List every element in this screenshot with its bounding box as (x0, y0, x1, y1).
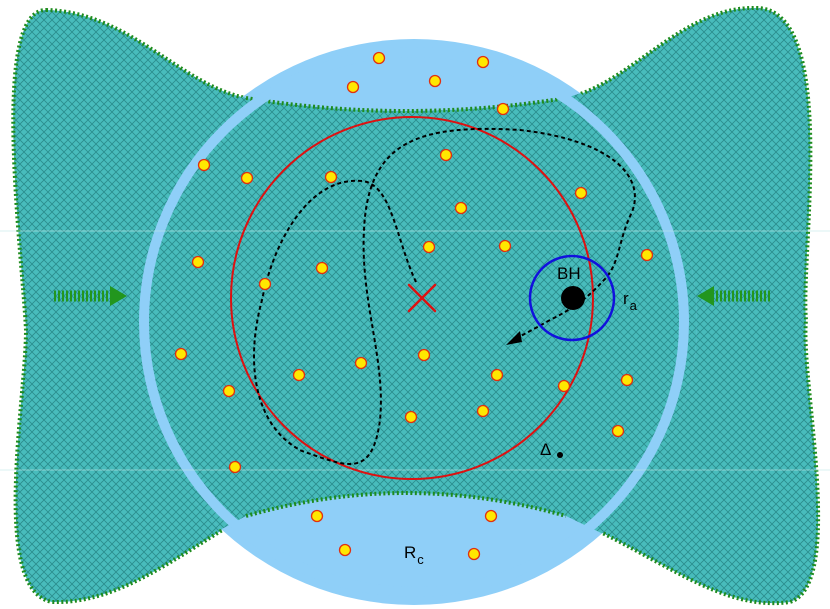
black-hole-label: BH (557, 264, 581, 283)
star (490, 368, 504, 382)
accretion-radius-main: r (623, 289, 629, 308)
star (496, 102, 510, 116)
star (611, 424, 625, 438)
star (315, 261, 329, 275)
star (174, 347, 188, 361)
core-radius-main: R (404, 543, 416, 562)
star (640, 248, 654, 262)
black-hole-trajectory (253, 127, 636, 465)
star (439, 148, 453, 162)
star (422, 240, 436, 254)
star (228, 460, 242, 474)
star (620, 373, 634, 387)
star (428, 74, 442, 88)
star (557, 379, 571, 393)
star (338, 543, 352, 557)
star (476, 404, 490, 418)
accretion-radius-circle (528, 254, 616, 342)
orbit-circle (230, 116, 594, 480)
delta-label: Δ (540, 440, 551, 459)
star (476, 55, 490, 69)
core-sphere-rim (139, 47, 689, 597)
star (346, 80, 360, 94)
star (404, 410, 418, 424)
left-arrow-icon (697, 286, 770, 306)
star (324, 170, 338, 184)
delta-particle (557, 452, 563, 458)
star (258, 277, 272, 291)
star (197, 158, 211, 172)
accretion-radius-subscript: a (630, 298, 638, 313)
accretion-radius-label: ra (623, 289, 638, 313)
x-mark-icon (407, 283, 437, 313)
star (467, 547, 481, 561)
star (222, 384, 236, 398)
star (354, 356, 368, 370)
stars-group (174, 51, 654, 561)
core-radius-subscript: c (417, 552, 424, 567)
star (498, 239, 512, 253)
core-radius-label: Rc (404, 543, 424, 567)
right-arrow-icon (54, 286, 127, 306)
star (574, 186, 588, 200)
star (292, 368, 306, 382)
star (191, 255, 205, 269)
star (484, 509, 498, 523)
star (240, 171, 254, 185)
star (417, 348, 431, 362)
black-hole (561, 286, 585, 310)
inflow-boundary-top (245, 96, 567, 113)
trajectory-arrowhead (506, 331, 522, 345)
inflow-boundary-bottom (245, 491, 567, 518)
star (454, 201, 468, 215)
star (310, 509, 324, 523)
star (372, 51, 386, 65)
